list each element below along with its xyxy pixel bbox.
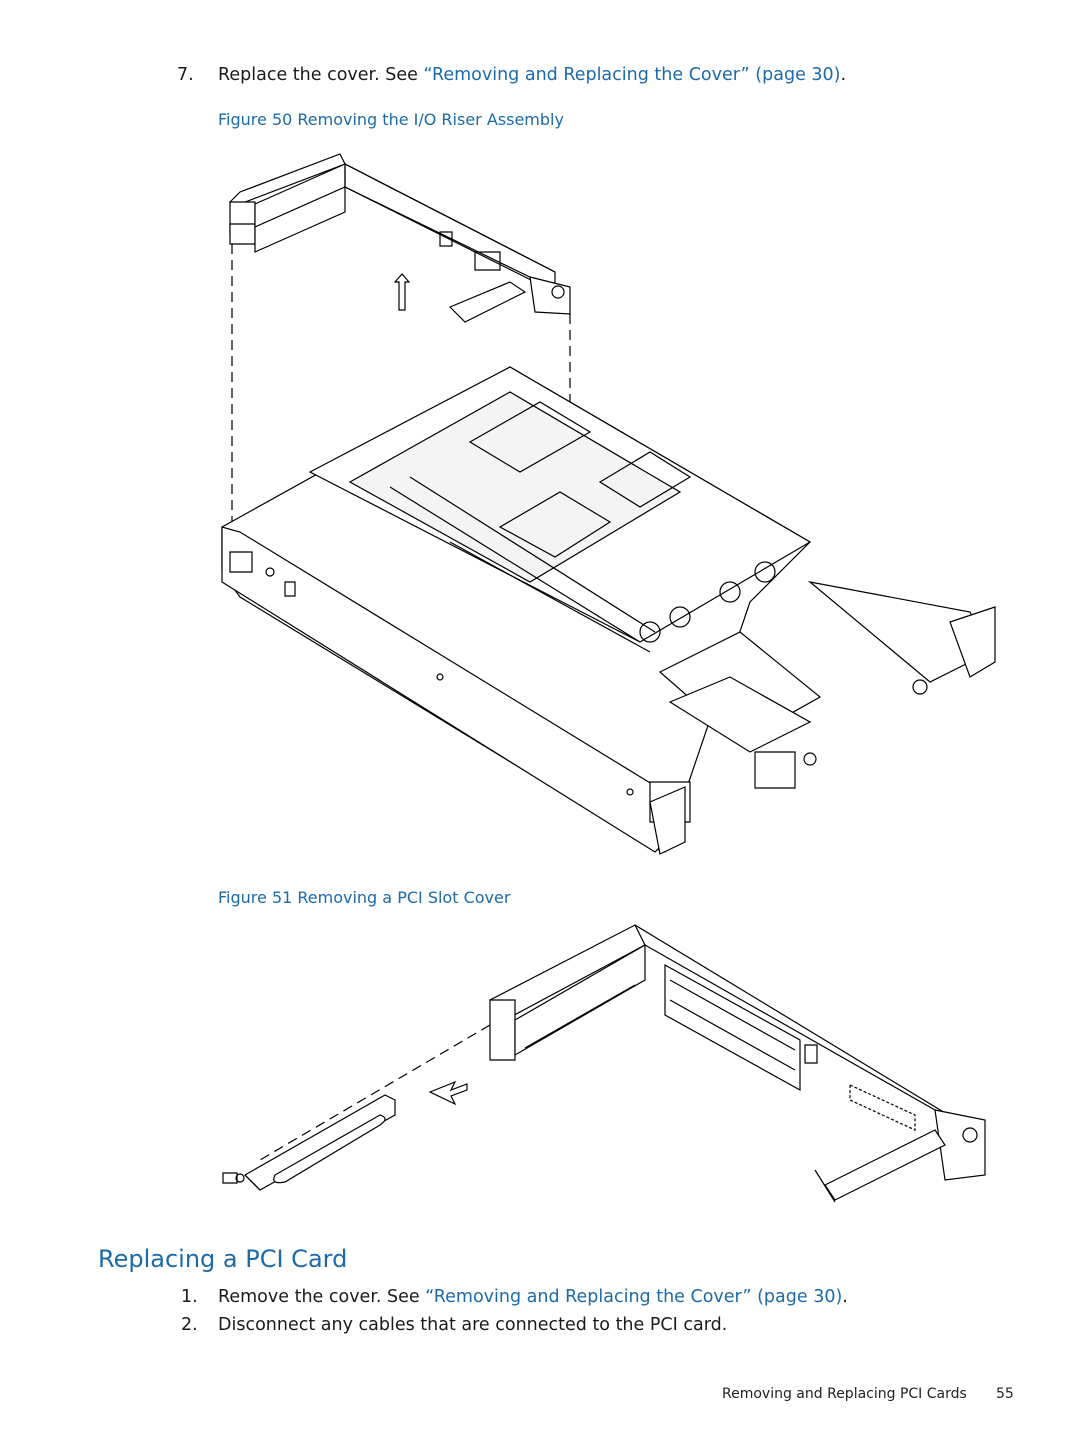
cover-link[interactable]: “Removing and Replacing the Cover” (page… xyxy=(425,1287,843,1307)
step-text-line: Remove the cover. See “Removing and Repl… xyxy=(218,1286,848,1308)
step-1: 1. Remove the cover. See “Removing and R… xyxy=(0,1286,1080,1310)
figure-50-caption: Figure 50 Removing the I/O Riser Assembl… xyxy=(218,110,564,129)
step-text: Disconnect any cables that are connected… xyxy=(218,1315,728,1335)
step-period: . xyxy=(840,65,847,85)
figure-51-caption: Figure 51 Removing a PCI Slot Cover xyxy=(218,888,511,907)
figure-50-illustration xyxy=(210,142,1010,862)
cover-link[interactable]: “Removing and Replacing the Cover” (page… xyxy=(423,65,841,85)
step-number: 1. xyxy=(181,1287,198,1307)
step-number: 2. xyxy=(181,1315,198,1335)
step-text: Replace the cover. See xyxy=(218,65,424,85)
figure-51-illustration xyxy=(215,920,1005,1205)
step-period: . xyxy=(842,1287,848,1307)
step-2: 2. Disconnect any cables that are connec… xyxy=(0,1314,1080,1338)
step-7: 7. Replace the cover. See “Removing and … xyxy=(0,64,1080,88)
step-number: 7. xyxy=(177,65,194,85)
page-number: 55 xyxy=(996,1386,1014,1402)
section-title: Replacing a PCI Card xyxy=(98,1245,348,1273)
step-text-line: Replace the cover. See “Removing and Rep… xyxy=(218,64,846,86)
running-footer-title: Removing and Replacing PCI Cards xyxy=(722,1386,967,1402)
step-text: Remove the cover. See xyxy=(218,1287,426,1307)
